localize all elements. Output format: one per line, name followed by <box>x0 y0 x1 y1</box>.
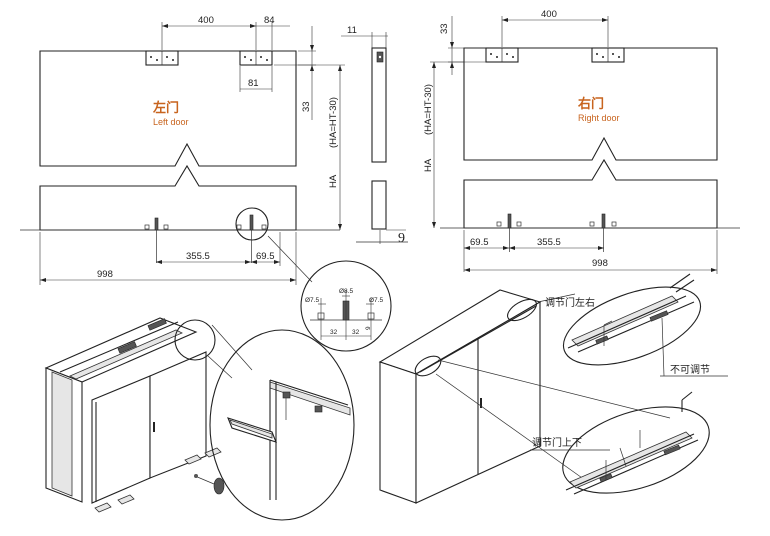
right-top-hinge-2 <box>591 47 625 63</box>
right-door-lower-panel <box>463 158 718 229</box>
side-section: 11 9 <box>341 25 408 246</box>
label-not-adjustable: 不可调节 <box>670 364 710 376</box>
right-dim-bottom: 69.5 355.5 <box>463 230 604 272</box>
svg-text:400: 400 <box>198 15 214 26</box>
left-cabinet-iso <box>44 317 253 513</box>
left-dim-84: 84 <box>256 15 290 50</box>
svg-text:69.5: 69.5 <box>256 251 275 262</box>
label-adjust-left-right: 调节门左右 <box>545 296 595 309</box>
svg-text:(HA=HT-30): (HA=HT-30) <box>423 84 434 135</box>
left-dim-ha: (HA=HT-30) HA <box>298 64 345 230</box>
left-detail-callout <box>235 207 269 241</box>
right-dim-ha: (HA=HT-30) HA <box>423 61 464 228</box>
svg-text:33: 33 <box>301 101 312 112</box>
left-dim-998: 998 <box>39 232 297 285</box>
label-adjust-up-down: 调节门上下 <box>532 436 582 449</box>
detail-dim-d75-right: Ø7.5 <box>369 297 383 304</box>
right-dim-998: 998 <box>464 230 718 274</box>
right-door-title-cn: 右门 <box>577 96 604 111</box>
svg-text:81: 81 <box>248 78 259 89</box>
svg-text:355.5: 355.5 <box>186 251 210 262</box>
svg-text:33: 33 <box>439 23 450 34</box>
svg-text:400: 400 <box>541 9 557 20</box>
right-door-title-en: Right door <box>578 113 620 123</box>
left-top-hinge-1 <box>145 50 179 66</box>
svg-text:(HA=HT-30): (HA=HT-30) <box>328 97 339 148</box>
top-hinge-detail <box>562 273 702 377</box>
left-top-hinge-2 <box>239 50 273 66</box>
pivot-detail-circle: Ø7.5 Ø8.5 Ø7.5 32 32 9 <box>300 260 392 352</box>
right-cabinet-side <box>379 361 417 504</box>
detail-dim-32-a: 32 <box>330 329 338 336</box>
right-dim-400: 400 <box>501 9 609 47</box>
dim-9: 9 <box>398 231 405 246</box>
iso-hinge-detail <box>209 329 355 521</box>
svg-text:HA: HA <box>328 174 339 188</box>
left-bottom-pivot-1 <box>144 217 169 263</box>
left-door-lower-panel <box>39 164 297 231</box>
left-door-elevation: 左门 Left door 400 84 81 <box>20 15 345 285</box>
left-dim-33: 33 <box>274 26 316 120</box>
svg-text:998: 998 <box>97 269 113 280</box>
left-door-upper-panel <box>39 50 297 167</box>
svg-text:69.5: 69.5 <box>470 237 489 248</box>
cabinet-right-door <box>149 351 207 479</box>
left-door-title-cn: 左门 <box>153 100 179 115</box>
detail-dim-d75-left: Ø7.5 <box>305 297 319 304</box>
left-door-title-en: Left door <box>153 117 189 127</box>
left-cabinet-callout <box>174 319 216 361</box>
right-door-upper-panel <box>463 47 718 161</box>
left-detail-leader <box>267 235 313 283</box>
left-dim-81: 81 <box>239 66 273 92</box>
svg-text:355.5: 355.5 <box>537 237 561 248</box>
svg-text:84: 84 <box>264 15 275 26</box>
detail-dim-32-b: 32 <box>352 329 360 336</box>
bottom-hinge-detail <box>562 391 710 495</box>
svg-text:HA: HA <box>423 158 434 172</box>
detail-dim-9: 9 <box>365 326 372 330</box>
right-cabinet-iso <box>378 289 671 504</box>
left-bottom-pivot-2 <box>235 207 269 263</box>
svg-text:998: 998 <box>592 258 608 269</box>
left-dim-bottom: 355.5 69.5 <box>156 232 281 266</box>
right-door-elevation: 右门 Right door 400 33 (HA=HT-30) H <box>423 9 740 274</box>
detail-dim-d85: Ø8.5 <box>339 288 353 295</box>
cabinet-left-door <box>91 375 151 504</box>
side-section-upper <box>371 47 387 163</box>
dim-11: 11 <box>347 25 357 36</box>
side-section-lower <box>371 180 387 230</box>
right-top-hinge-1 <box>485 47 519 63</box>
left-dim-400: 400 <box>161 15 257 50</box>
